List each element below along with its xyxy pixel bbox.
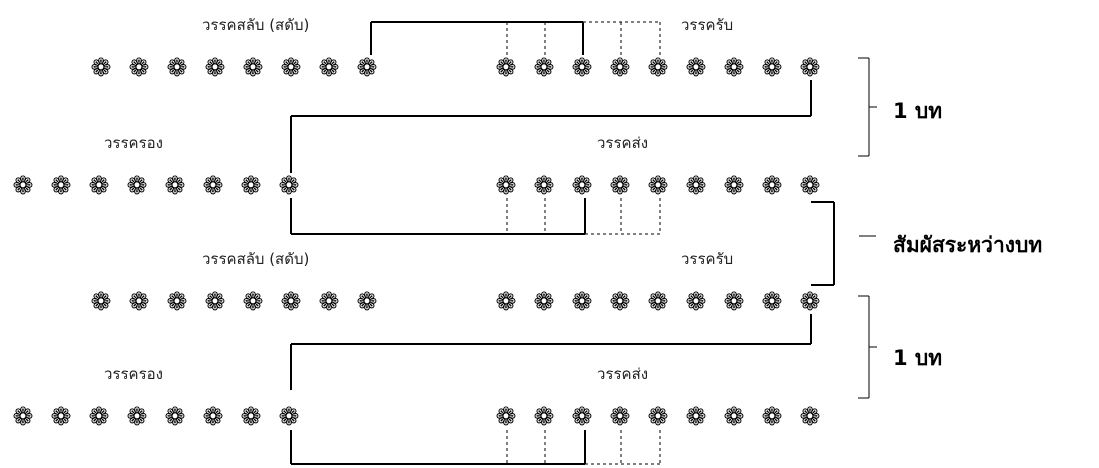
syllable-mark: ❁: [126, 171, 148, 200]
syllable-mark: ❁: [356, 287, 378, 316]
label-stanza1-rap: วรรครับ: [681, 16, 734, 34]
label-stanza1-song: วรรคส่ง: [597, 134, 649, 152]
syllable-mark: ❁: [533, 171, 555, 200]
syllable-mark: ❁: [356, 53, 378, 82]
syllable-mark: ❁: [240, 402, 262, 431]
syllable-mark: ❁: [609, 53, 631, 82]
syllable-mark: ❁: [799, 171, 821, 200]
syllable-mark: ❁: [202, 171, 224, 200]
syllable-mark: ❁: [609, 402, 631, 431]
syllable-mark: ❁: [533, 287, 555, 316]
syllable-mark: ❁: [685, 53, 707, 82]
syllable-mark: ❁: [128, 53, 150, 82]
syllable-mark: ❁: [609, 171, 631, 200]
syllable-mark: ❁: [761, 53, 783, 82]
syllable-mark: ❁: [166, 287, 188, 316]
syllable-mark: ❁: [761, 402, 783, 431]
syllable-mark: ❁: [685, 287, 707, 316]
syllable-mark: ❁: [571, 402, 593, 431]
label-stanza2-rong: วรรครอง: [104, 365, 163, 383]
label-stanza1-rong: วรรครอง: [104, 134, 163, 152]
syllable-mark: ❁: [202, 402, 224, 431]
syllable-mark: ❁: [685, 171, 707, 200]
syllable-mark: ❁: [126, 402, 148, 431]
label-stanza2-rap: วรรครับ: [681, 250, 734, 268]
stanza2-label: 1 บท: [893, 346, 943, 370]
syllable-mark: ❁: [12, 171, 34, 200]
syllable-mark: ❁: [12, 402, 34, 431]
syllable-mark: ❁: [90, 53, 112, 82]
syllable-mark: ❁: [723, 287, 745, 316]
syllable-mark: ❁: [495, 53, 517, 82]
syllable-mark: ❁: [318, 53, 340, 82]
syllable-mark: ❁: [278, 402, 300, 431]
syllable-mark: ❁: [495, 402, 517, 431]
label-stanza2-song: วรรคส่ง: [597, 365, 649, 383]
syllable-mark: ❁: [799, 53, 821, 82]
between-stanza-label: สัมผัสระหว่างบท: [893, 233, 1043, 257]
label-stanza1-salap: วรรคสลับ (สดับ): [202, 16, 310, 34]
syllable-mark: ❁: [164, 402, 186, 431]
syllable-mark: ❁: [88, 171, 110, 200]
syllable-mark: ❁: [723, 171, 745, 200]
syllable-mark: ❁: [88, 402, 110, 431]
syllable-mark: ❁: [128, 287, 150, 316]
syllable-mark: ❁: [242, 287, 264, 316]
syllable-mark: ❁: [761, 287, 783, 316]
syllable-mark: ❁: [571, 287, 593, 316]
syllable-mark: ❁: [495, 287, 517, 316]
syllable-mark: ❁: [242, 53, 264, 82]
syllable-mark: ❁: [647, 287, 669, 316]
syllable-mark: ❁: [571, 171, 593, 200]
label-stanza2-salap: วรรคสลับ (สดับ): [202, 250, 310, 268]
syllable-mark: ❁: [280, 287, 302, 316]
syllable-mark: ❁: [166, 53, 188, 82]
syllable-mark: ❁: [571, 53, 593, 82]
syllable-mark: ❁: [685, 402, 707, 431]
syllable-mark: ❁: [90, 287, 112, 316]
syllable-mark: ❁: [647, 53, 669, 82]
syllable-mark: ❁: [204, 287, 226, 316]
stanza1-label: 1 บท: [893, 99, 943, 123]
syllable-mark: ❁: [240, 171, 262, 200]
syllable-mark: ❁: [723, 53, 745, 82]
syllable-mark: ❁: [647, 171, 669, 200]
syllable-mark: ❁: [647, 402, 669, 431]
syllable-mark: ❁: [723, 402, 745, 431]
syllable-mark: ❁: [164, 171, 186, 200]
syllable-mark: ❁: [50, 402, 72, 431]
syllable-mark: ❁: [533, 53, 555, 82]
syllable-mark: ❁: [50, 171, 72, 200]
syllable-mark: ❁: [278, 171, 300, 200]
syllable-mark: ❁: [609, 287, 631, 316]
syllable-mark: ❁: [799, 402, 821, 431]
syllable-mark: ❁: [280, 53, 302, 82]
syllable-mark: ❁: [495, 171, 517, 200]
syllable-mark: ❁: [204, 53, 226, 82]
syllable-mark: ❁: [318, 287, 340, 316]
syllable-mark: ❁: [799, 287, 821, 316]
syllable-mark: ❁: [533, 402, 555, 431]
syllable-mark: ❁: [761, 171, 783, 200]
